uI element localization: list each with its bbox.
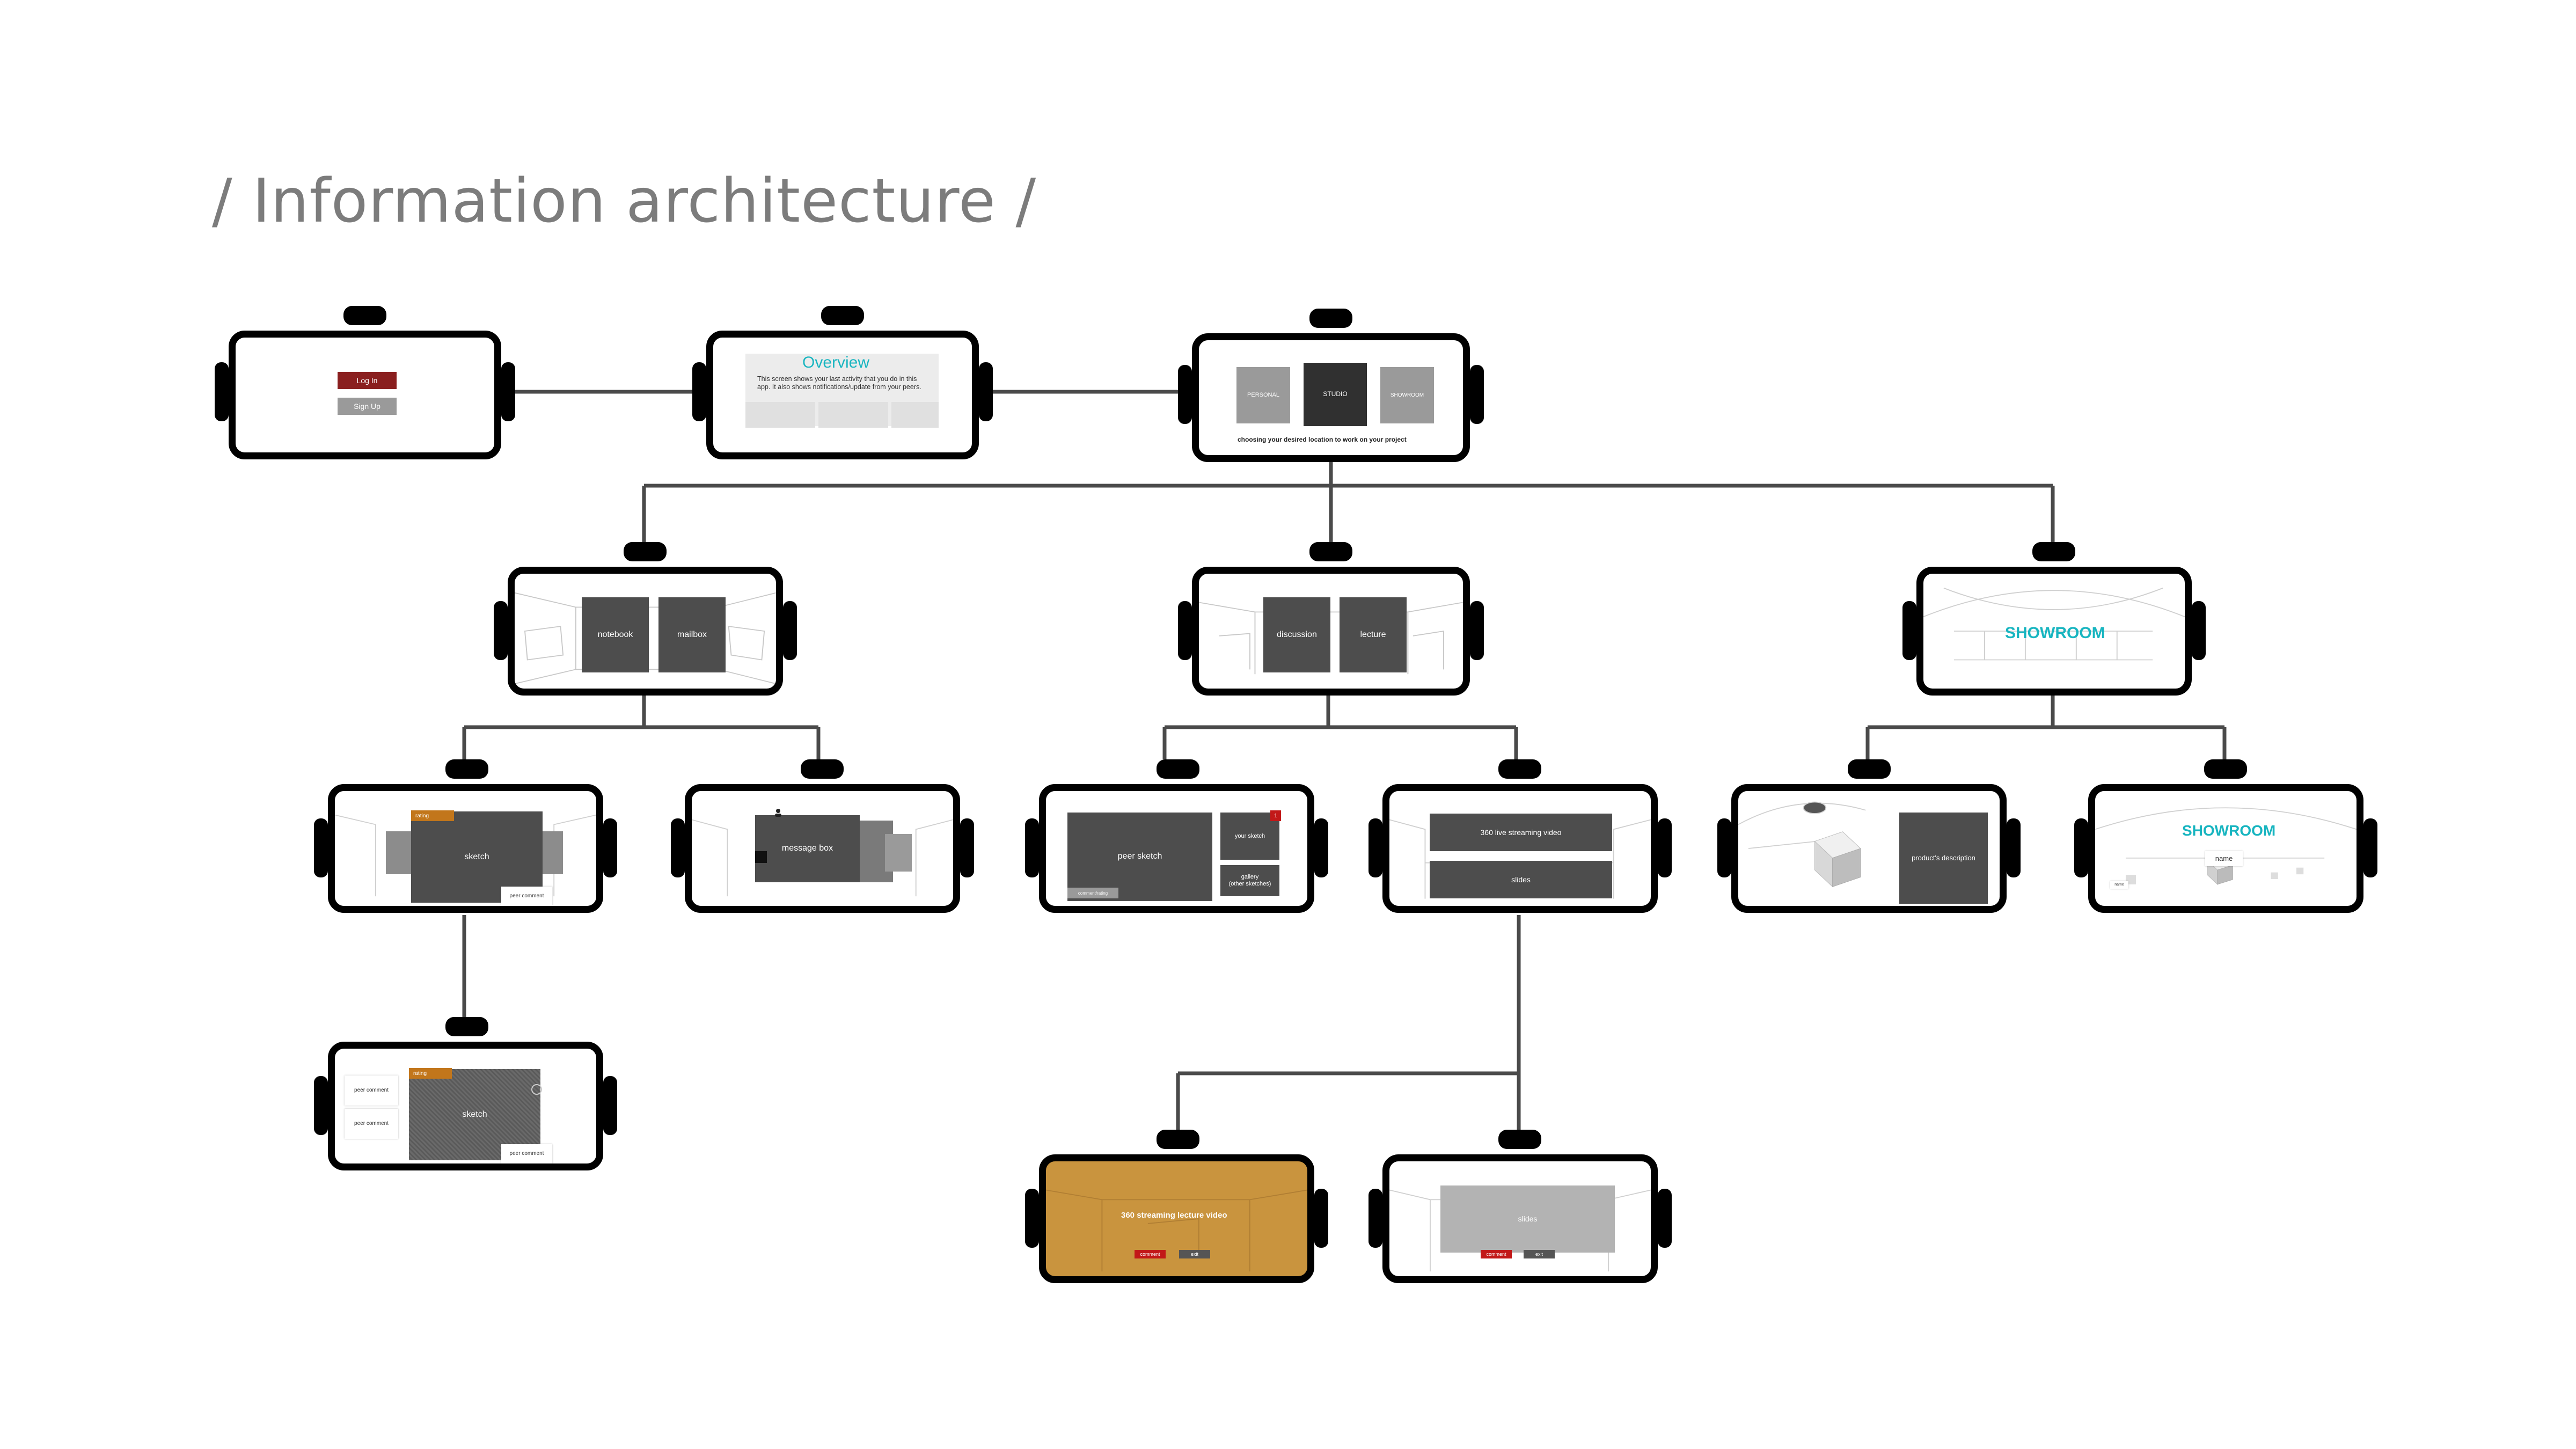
lecture-video-frame: 360 streaming lecture video comment exit [1039, 1154, 1314, 1283]
studio-frame: discussion lecture [1192, 567, 1470, 696]
peer-comment-3[interactable]: peer comment [501, 1144, 552, 1163]
product-description-panel[interactable]: product's description [1899, 813, 1988, 904]
lecture-frame: 360 live streaming video slides [1382, 784, 1658, 913]
rating-tag[interactable]: rating [411, 810, 454, 821]
comment-button[interactable]: comment [1135, 1250, 1166, 1258]
cube-model-icon [1814, 831, 1861, 888]
mailbox-message-node: message box [671, 759, 974, 915]
overview-heading: Overview [802, 354, 870, 371]
slides-frame: slides comment exit [1382, 1154, 1658, 1283]
login-screen-node: Log In Sign Up [215, 306, 515, 462]
personal-frame: notebook mailbox [508, 567, 783, 696]
comment-rating-tag[interactable]: comment/rating [1067, 888, 1118, 898]
lecture-view-node: 360 live streaming video slides [1368, 759, 1672, 915]
sketch-detail-node: sketch rating peer comment peer comment … [314, 1017, 617, 1173]
showroom-space-node: SHOWROOM [1902, 542, 2206, 698]
your-sketch-panel[interactable]: your sketch [1220, 813, 1279, 860]
mailbox-button[interactable]: mailbox [658, 597, 726, 672]
signup-button[interactable]: Sign Up [338, 398, 397, 415]
sketch-detail-canvas: sketch [462, 1109, 487, 1119]
showroom-option[interactable]: SHOWROOM [1380, 367, 1434, 423]
location-caption: choosing your desired location to work o… [1238, 436, 1407, 443]
peer-comment-2[interactable]: peer comment [345, 1109, 398, 1139]
peer-sketch-panel[interactable]: peer sketch [1067, 813, 1212, 901]
add-icon[interactable] [531, 1084, 542, 1095]
discussion-peer-node: peer sketch comment/rating your sketch 1… [1025, 759, 1328, 915]
notification-badge: 1 [1270, 810, 1281, 821]
gallery-panel[interactable]: gallery (other sketches) [1220, 865, 1279, 896]
peer-comment-box[interactable]: peer comment [501, 887, 552, 906]
streaming-video-panel[interactable]: 360 live streaming video [1430, 814, 1612, 851]
slides-panel[interactable]: slides [1430, 861, 1612, 898]
location-frame: PERSONAL STUDIO SHOWROOM choosing your d… [1192, 333, 1470, 462]
notebook-button[interactable]: notebook [582, 597, 649, 672]
product-name-label[interactable]: name [2205, 851, 2243, 866]
slides-view-node: slides comment exit [1368, 1130, 1672, 1285]
lecture-video-label: 360 streaming lecture video [1121, 1211, 1227, 1220]
personal-option[interactable]: PERSONAL [1236, 367, 1290, 423]
exit-button[interactable]: exit [1179, 1250, 1210, 1258]
showroom-detail-title: SHOWROOM [2182, 822, 2276, 839]
room-sketch-background [1199, 602, 1463, 675]
discussion-button[interactable]: discussion [1263, 597, 1330, 672]
studio-space-node: discussion lecture [1178, 542, 1484, 698]
showroom-title: SHOWROOM [2005, 624, 2105, 642]
lecture-video-node: 360 streaming lecture video comment exit [1025, 1130, 1328, 1285]
overview-description: This screen shows your last activity tha… [757, 375, 921, 391]
user-avatar-icon [774, 808, 782, 817]
location-select-node: PERSONAL STUDIO SHOWROOM choosing your d… [1178, 309, 1484, 464]
sketch-detail-frame: sketch rating peer comment peer comment … [328, 1042, 603, 1170]
product-detail-node: product's description [1717, 759, 2021, 915]
studio-option[interactable]: STUDIO [1304, 363, 1367, 426]
reply-icon[interactable] [755, 851, 767, 863]
exit-button[interactable]: exit [1524, 1250, 1555, 1258]
message-frame: message box [685, 784, 960, 913]
slides-display[interactable]: slides [1440, 1185, 1615, 1253]
personal-space-node: notebook mailbox [494, 542, 797, 698]
login-frame: Log In Sign Up [229, 331, 501, 459]
showroom-detail-node: SHOWROOM name name [2074, 759, 2377, 915]
product-frame: product's description [1731, 784, 2007, 913]
login-button[interactable]: Log In [338, 372, 397, 389]
showroom-sketch-background [1923, 587, 2185, 661]
showroom-frame: SHOWROOM [1916, 567, 2192, 696]
rating-tag[interactable]: rating [409, 1068, 452, 1079]
peer-frame: peer sketch comment/rating your sketch 1… [1039, 784, 1314, 913]
notebook-sketch-node: sketch rating peer comment [314, 759, 617, 915]
comment-button[interactable]: comment [1481, 1250, 1512, 1258]
small-name-tag[interactable]: name [2110, 881, 2128, 889]
overview-frame: Overview This screen shows your last act… [706, 331, 979, 459]
page-title: / Information architecture / [212, 166, 1037, 236]
lecture-button[interactable]: lecture [1340, 597, 1407, 672]
overview-screen-node: Overview This screen shows your last act… [692, 306, 993, 462]
showroom-detail-frame: SHOWROOM name name [2088, 784, 2363, 913]
peer-comment-1[interactable]: peer comment [345, 1075, 398, 1106]
sketch-frame: sketch rating peer comment [328, 784, 603, 913]
message-box[interactable]: message box [755, 815, 860, 882]
